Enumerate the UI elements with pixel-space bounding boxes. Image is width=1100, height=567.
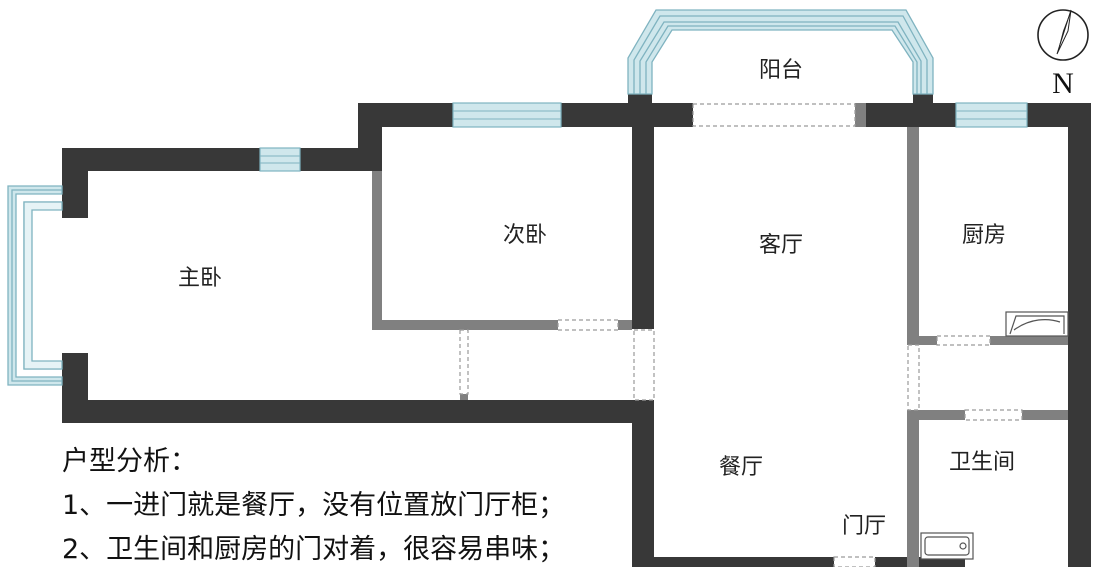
exterior-walls [62, 94, 1091, 567]
bay-window-master [7, 185, 63, 386]
door-bathroom [964, 409, 1023, 421]
compass-ring [1037, 9, 1089, 61]
door-balcony [692, 103, 856, 127]
analysis-point-1: 1、一进门就是餐厅，没有位置放门厅柜； [62, 490, 566, 521]
balcony-post-left [628, 94, 652, 108]
room-label-living-room: 客厅 [759, 233, 803, 258]
kitchen-sink [1005, 311, 1069, 337]
partition-bath-top-left [907, 410, 965, 420]
partition-second-left [372, 171, 382, 329]
wall-bedrooms-bottom [62, 400, 654, 423]
room-labels: 阳台 主卧 次卧 客厅 厨房 餐厅 卫生间 门厅 [178, 58, 1015, 539]
door-entrance [833, 556, 876, 567]
partition-kitchen-left [907, 127, 919, 345]
partition-kitchen-bottom-right [990, 336, 1068, 345]
room-label-second-bedroom: 次卧 [503, 223, 547, 248]
room-label-balcony: 阳台 [759, 58, 803, 83]
door-openings [459, 103, 1023, 567]
partition-second-bottom [372, 320, 558, 330]
balcony-post-right [913, 94, 933, 108]
wall-second-top-right [561, 103, 693, 127]
door-hall-side [907, 344, 920, 411]
room-label-master-bedroom: 主卧 [178, 266, 222, 291]
room-label-entrance: 门厅 [842, 514, 886, 539]
wall-living-top-right [866, 103, 956, 127]
partition-living-top [855, 103, 866, 127]
window-master-top [259, 147, 301, 172]
partition-second-bottom-stub [618, 320, 632, 330]
door-kitchen [936, 335, 991, 346]
window-kitchen [955, 102, 1028, 128]
wall-master-top-left [62, 148, 260, 171]
wall-spine-lower [632, 400, 654, 567]
wall-bottom-dining [654, 557, 834, 567]
partition-corridor-stub [460, 394, 468, 400]
wall-spine-upper [632, 103, 654, 329]
wall-right-exterior [1068, 103, 1091, 567]
analysis-point-2: 2、卫生间和厨房的门对着，很容易串味； [62, 534, 566, 565]
analysis-title: 户型分析： [62, 446, 197, 477]
balcony-glazing [627, 9, 934, 95]
interior-partitions [372, 103, 1068, 567]
analysis-notes: 户型分析： 1、一进门就是餐厅，没有位置放门厅柜； 2、卫生间和厨房的门对着，很… [62, 440, 565, 567]
partition-kitchen-bottom-left [907, 336, 937, 345]
compass: N [1037, 9, 1089, 100]
door-second-bedroom [557, 319, 619, 331]
room-label-kitchen: 厨房 [962, 223, 1006, 248]
wall-bottom-entrance [875, 557, 965, 567]
wall-second-top-left [358, 103, 453, 127]
bathtub [920, 532, 974, 560]
door-corridor [633, 329, 655, 401]
room-label-bathroom: 卫生间 [949, 450, 1015, 475]
partition-bath-top-right [1022, 410, 1068, 420]
windows [7, 9, 1028, 386]
door-master-bedroom [459, 329, 469, 395]
partition-bath-left [907, 410, 919, 567]
window-second-bedroom [452, 102, 562, 128]
wall-master-left-upper [62, 148, 88, 218]
room-label-dining-room: 餐厅 [719, 455, 763, 480]
compass-north-label: N [1052, 67, 1074, 100]
compass-needle-light [1056, 9, 1072, 55]
